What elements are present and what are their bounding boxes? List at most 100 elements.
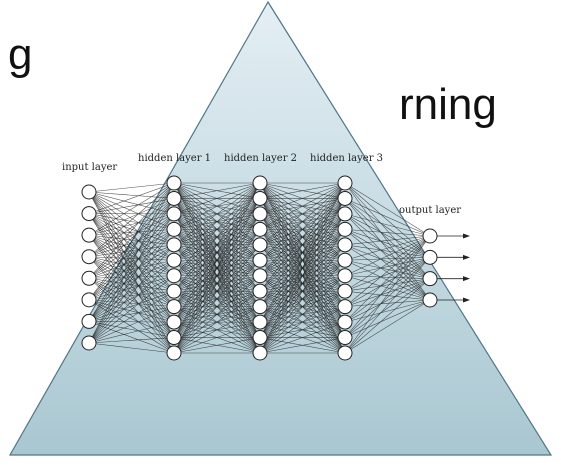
connection-edge bbox=[344, 235, 431, 246]
connection-edge bbox=[88, 244, 175, 344]
connection-edge bbox=[259, 182, 346, 338]
neuron-hidden-3 bbox=[337, 237, 353, 253]
neuron-hidden-1 bbox=[166, 237, 182, 253]
connection-edge bbox=[88, 182, 175, 214]
connection-edge bbox=[88, 198, 175, 279]
connection-edge bbox=[344, 235, 431, 323]
connection-edge bbox=[88, 213, 175, 322]
output-arrowhead bbox=[463, 233, 470, 239]
connection-edge bbox=[259, 182, 346, 230]
connection-edge bbox=[344, 299, 431, 323]
connection-edge bbox=[173, 182, 261, 230]
neuron-input bbox=[81, 184, 97, 200]
connection-edge bbox=[88, 256, 175, 261]
connection-edge bbox=[259, 321, 346, 354]
neuron-hidden-1 bbox=[166, 299, 182, 315]
neuron-hidden-2 bbox=[252, 330, 268, 346]
connection-edge bbox=[88, 213, 175, 344]
connection-edge bbox=[173, 182, 261, 292]
connection-edge bbox=[173, 260, 261, 354]
connection-edge bbox=[173, 275, 261, 354]
connection-edge bbox=[88, 182, 175, 301]
connection-edge bbox=[88, 229, 175, 279]
neuron-hidden-3 bbox=[337, 175, 353, 191]
connection-edge bbox=[88, 198, 175, 214]
connection-edge bbox=[173, 182, 261, 276]
connection-edge bbox=[88, 182, 175, 344]
connection-edge bbox=[88, 234, 175, 276]
neuron-input bbox=[81, 292, 97, 308]
connection-edge bbox=[88, 244, 175, 257]
connection-edge bbox=[344, 299, 431, 354]
neuron-hidden-1 bbox=[166, 206, 182, 222]
connection-edge bbox=[88, 229, 175, 257]
connection-edge bbox=[344, 257, 431, 292]
connection-edge bbox=[88, 198, 175, 301]
connection-edge bbox=[88, 229, 175, 236]
connection-edge bbox=[88, 182, 175, 257]
network-neurons bbox=[81, 175, 438, 361]
connection-edge bbox=[259, 229, 346, 354]
neuron-hidden-3 bbox=[337, 190, 353, 206]
connection-edge bbox=[344, 278, 431, 292]
connection-edge bbox=[344, 278, 431, 307]
connection-edge bbox=[344, 198, 431, 237]
connection-edge bbox=[88, 198, 175, 236]
neuron-hidden-3 bbox=[337, 221, 353, 237]
neuron-hidden-1 bbox=[166, 252, 182, 268]
connection-edge bbox=[173, 182, 261, 338]
layer-label-hidden-1: hidden layer 1 bbox=[138, 153, 211, 164]
connection-edge bbox=[344, 260, 431, 301]
output-arrows bbox=[437, 233, 470, 303]
connection-edge bbox=[259, 182, 346, 215]
connection-edge bbox=[88, 275, 175, 279]
connection-edge bbox=[88, 191, 175, 246]
output-arrowhead bbox=[463, 297, 470, 303]
connection-edge bbox=[88, 213, 175, 246]
neuron-hidden-2 bbox=[252, 206, 268, 222]
connection-edge bbox=[88, 191, 175, 215]
neuron-output bbox=[422, 292, 438, 308]
connection-edge bbox=[344, 235, 431, 307]
connection-edge bbox=[173, 306, 261, 354]
connection-edge bbox=[88, 191, 175, 199]
neuron-hidden-1 bbox=[166, 221, 182, 237]
connection-edge bbox=[344, 275, 431, 279]
neuron-hidden-2 bbox=[252, 175, 268, 191]
output-arrowhead bbox=[463, 254, 470, 260]
neuron-hidden-2 bbox=[252, 345, 268, 361]
connection-edge bbox=[88, 198, 175, 344]
neuron-input bbox=[81, 313, 97, 329]
connection-edge bbox=[344, 257, 431, 261]
connection-edge bbox=[344, 257, 431, 276]
neuron-hidden-3 bbox=[337, 299, 353, 315]
connection-edge bbox=[88, 213, 175, 276]
layer-label-input: input layer bbox=[62, 162, 117, 173]
connection-edge bbox=[88, 213, 175, 236]
neuron-hidden-2 bbox=[252, 299, 268, 315]
connection-edge bbox=[259, 275, 346, 354]
neuron-hidden-1 bbox=[166, 283, 182, 299]
connection-edge bbox=[344, 235, 431, 338]
neuron-hidden-2 bbox=[252, 190, 268, 206]
connection-edge bbox=[344, 235, 431, 276]
connection-edge bbox=[344, 182, 431, 237]
neuron-hidden-2 bbox=[252, 283, 268, 299]
connection-edge bbox=[88, 306, 175, 344]
connection-edge bbox=[344, 278, 431, 338]
neuron-input bbox=[81, 335, 97, 351]
neuron-hidden-1 bbox=[166, 190, 182, 206]
neuron-hidden-3 bbox=[337, 345, 353, 361]
neuron-hidden-2 bbox=[252, 314, 268, 330]
connection-edge bbox=[344, 275, 431, 301]
connection-edge bbox=[88, 244, 175, 322]
connection-edge bbox=[259, 182, 346, 307]
connection-edge bbox=[88, 244, 175, 279]
connection-edge bbox=[88, 191, 175, 230]
neuron-input bbox=[81, 206, 97, 222]
connection-edge bbox=[88, 256, 175, 276]
connection-edge bbox=[88, 229, 175, 301]
connection-edge bbox=[344, 235, 431, 261]
connection-edge bbox=[88, 213, 175, 261]
